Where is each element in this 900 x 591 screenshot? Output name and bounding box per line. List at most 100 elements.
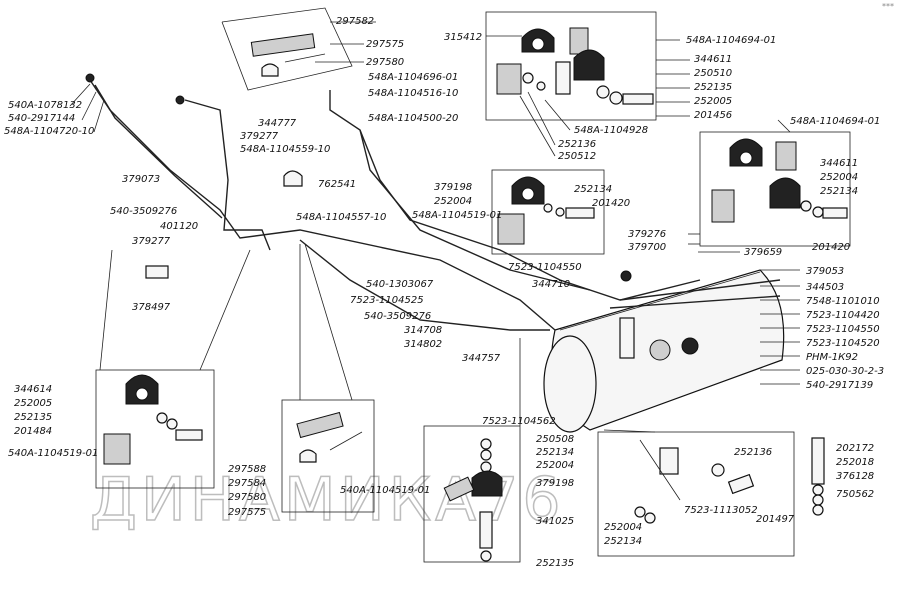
label-376128: 376128 [836,471,874,482]
fuel-lines [89,79,781,331]
label-548a-1104696-01: 548А-1104696-01 [368,72,458,83]
label-252135-c: 252135 [536,558,574,569]
label-297584: 297584 [228,478,266,489]
label-540a-1104519-01-b: 540А-1104519-01 [340,485,430,496]
label-250512: 250512 [558,151,596,162]
label-379053: 379053 [806,266,844,277]
label-548a-1104694-01-a: 548А-1104694-01 [686,35,776,46]
label-548a-1104559-10: 548А-1104559-10 [240,144,330,155]
label-252136-b: 252136 [734,447,772,458]
label-025-030-30-2-3: 025-030-30-2-3 [806,366,884,377]
label-297582: 297582 [336,16,374,27]
label-344614: 344614 [14,384,52,395]
label-540-3509276-b: 540-3509276 [364,311,431,322]
label-548a-1104557-10: 548А-1104557-10 [296,212,386,223]
label-297580-b: 297580 [228,492,266,503]
label-344757: 344757 [462,353,501,364]
label-201497: 201497 [756,514,795,525]
label-7523-1104520: 7523-1104520 [806,338,880,349]
label-344611-a: 344611 [694,54,732,65]
label-540-3509276-a: 540-3509276 [110,206,177,217]
label-379700: 379700 [628,242,666,253]
label-252134-a: 252134 [574,184,612,195]
label-250510: 250510 [694,68,732,79]
label-7523-1104550-a: 7523-1104550 [508,262,582,273]
detail-box-right [699,131,851,247]
label-252004-d: 252004 [604,522,642,533]
detail-box-top-center [485,11,657,121]
label-379198-b: 379198 [536,478,574,489]
label-201456: 201456 [694,110,732,121]
label-379198-a: 379198 [434,182,472,193]
label-252134-b: 252134 [820,186,858,197]
label-750562: 750562 [836,489,874,500]
label-548a-1104500-20: 548А-1104500-20 [368,113,458,124]
part-number-labels: 297582 297575 297580 540А-1078132 540-29… [4,16,884,569]
label-315412: 315412 [444,32,482,43]
fuel-tank [543,269,785,433]
label-297588: 297588 [228,464,266,475]
label-540-2917139: 540-2917139 [806,380,873,391]
label-7523-1113052: 7523-1113052 [684,505,758,516]
label-250508: 250508 [536,434,574,445]
label-252134-c: 252134 [536,447,574,458]
detail-box-bottom-center [423,425,521,563]
label-401120: 401120 [160,221,198,232]
label-548a-1104694-01-b: 548А-1104694-01 [790,116,880,127]
label-252134-d: 252134 [604,536,642,547]
detail-box-bottom-left [95,369,215,489]
label-252004-c: 252004 [536,460,574,471]
label-297575-b: 297575 [228,507,266,518]
label-548a-1104928: 548А-1104928 [574,125,648,136]
label-252136-a: 252136 [558,139,596,150]
label-7523-1104562: 7523-1104562 [482,416,556,427]
label-201484: 201484 [14,426,52,437]
label-201420-b: 201420 [812,242,850,253]
label-297580: 297580 [366,57,404,68]
detail-box-bottom-right [597,431,825,557]
label-540-1303067: 540-1303067 [366,279,434,290]
label-202172: 202172 [836,443,874,454]
label-7523-1104550-b: 7523-1104550 [806,324,880,335]
detail-box-center-clamp [491,169,605,255]
label-7523-1104525: 7523-1104525 [350,295,424,306]
detail-box-top-left [221,7,353,91]
label-379277-b: 379277 [132,236,171,247]
label-252018: 252018 [836,457,874,468]
label-pnm-1k92: РНМ-1К92 [806,352,858,363]
label-379073: 379073 [122,174,160,185]
label-344710: 344710 [532,279,570,290]
label-7523-1104420: 7523-1104420 [806,310,880,321]
label-378497: 378497 [132,302,171,313]
label-344611-b: 344611 [820,158,858,169]
label-540a-1078132: 540А-1078132 [8,100,82,111]
label-297575: 297575 [366,39,404,50]
label-548a-1104720-10: 548А-1104720-10 [4,126,94,137]
fittings [85,73,632,282]
label-201420-a: 201420 [592,198,630,209]
label-344503: 344503 [806,282,844,293]
corner-mark: *** [882,2,894,11]
label-252005: 252005 [694,96,732,107]
label-548a-1104519-01-a: 548А-1104519-01 [412,210,502,221]
detail-box-bottom-middle [281,399,375,513]
label-379276: 379276 [628,229,666,240]
label-540-2917144: 540-2917144 [8,113,75,124]
label-252135-b: 252135 [14,412,52,423]
leader-lines [69,21,800,501]
label-252004-b: 252004 [820,172,858,183]
label-314802: 314802 [404,339,442,350]
label-7548-1101010: 7548-1101010 [806,296,880,307]
label-379277-a: 379277 [240,131,279,142]
label-252004-a: 252004 [434,196,472,207]
label-344777: 344777 [258,118,297,129]
label-540a-1104519-01: 540А-1104519-01 [8,448,98,459]
label-252005-b: 252005 [14,398,52,409]
label-379659: 379659 [744,247,782,258]
label-548a-1104516-10: 548А-1104516-10 [368,88,458,99]
label-314708: 314708 [404,325,442,336]
label-341025: 341025 [536,516,574,527]
label-252135-a: 252135 [694,82,732,93]
label-762541: 762541 [318,179,356,190]
